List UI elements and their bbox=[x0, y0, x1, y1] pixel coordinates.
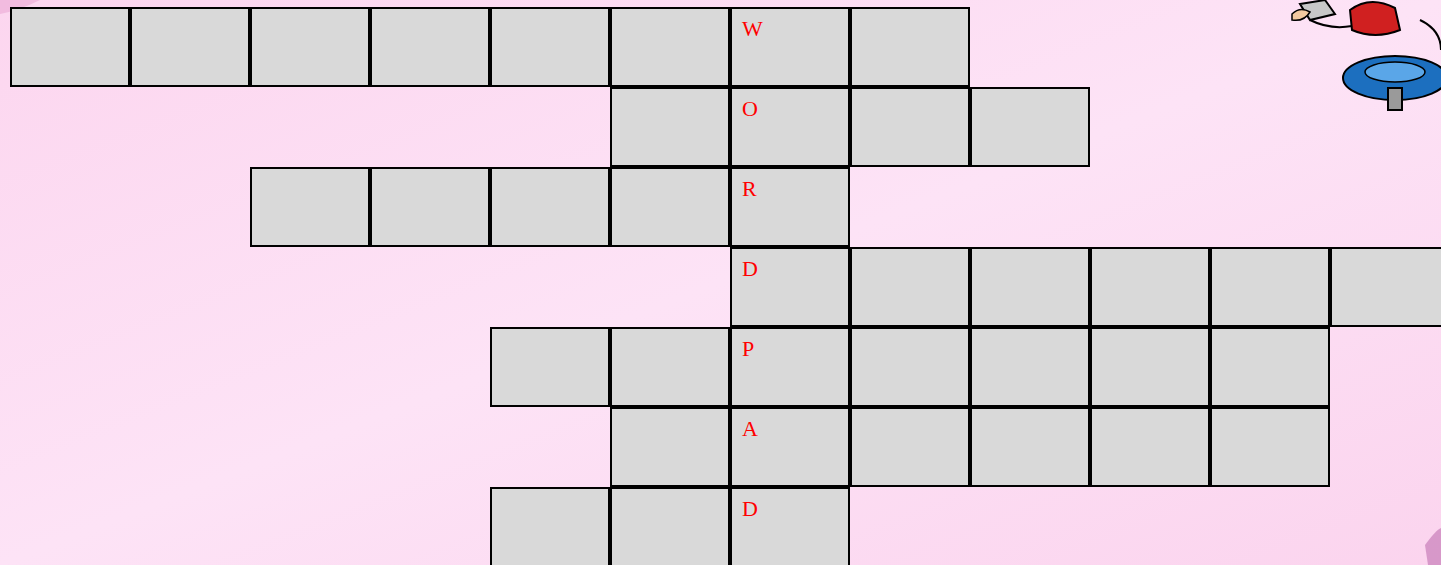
letter-cell: D bbox=[730, 487, 850, 565]
empty-cell bbox=[851, 88, 969, 166]
empty-cell bbox=[611, 328, 729, 406]
key-letter: O bbox=[732, 89, 758, 120]
key-letter: W bbox=[732, 9, 763, 40]
empty-cell bbox=[1091, 248, 1209, 326]
empty-cell bbox=[611, 168, 729, 246]
letter-cell: D bbox=[730, 247, 850, 327]
empty-cell bbox=[971, 248, 1089, 326]
empty-cell bbox=[251, 8, 369, 86]
empty-cell bbox=[491, 488, 609, 565]
empty-cell bbox=[131, 8, 249, 86]
letter-cell: R bbox=[730, 167, 850, 247]
empty-cell bbox=[491, 168, 609, 246]
empty-cell bbox=[251, 168, 369, 246]
empty-cell bbox=[971, 88, 1089, 166]
empty-cell bbox=[1211, 408, 1329, 486]
key-letter: D bbox=[732, 489, 758, 520]
letter-cell: O bbox=[730, 87, 850, 167]
empty-cell bbox=[491, 328, 609, 406]
key-letter: P bbox=[732, 329, 754, 360]
empty-cell bbox=[851, 328, 969, 406]
empty-cell bbox=[491, 8, 609, 86]
letter-cell: P bbox=[730, 327, 850, 407]
empty-cell bbox=[851, 8, 969, 86]
key-letter: A bbox=[732, 409, 758, 440]
empty-cell bbox=[371, 8, 489, 86]
empty-cell bbox=[971, 408, 1089, 486]
empty-cell bbox=[611, 408, 729, 486]
cartoon-clipart bbox=[1292, 0, 1441, 110]
letter-cell: A bbox=[730, 407, 850, 487]
empty-cell bbox=[1211, 248, 1329, 326]
empty-cell bbox=[11, 8, 129, 86]
empty-cell bbox=[1211, 328, 1329, 406]
empty-cell bbox=[971, 328, 1089, 406]
empty-cell bbox=[851, 408, 969, 486]
empty-cell bbox=[851, 248, 969, 326]
empty-cell bbox=[611, 88, 729, 166]
empty-cell bbox=[371, 168, 489, 246]
empty-cell bbox=[611, 8, 729, 86]
key-letter: D bbox=[732, 249, 758, 280]
empty-cell bbox=[1091, 408, 1209, 486]
empty-cell bbox=[1091, 328, 1209, 406]
key-letter: R bbox=[732, 169, 757, 200]
empty-cell bbox=[1331, 248, 1441, 326]
letter-cell: W bbox=[730, 7, 850, 87]
empty-cell bbox=[611, 488, 729, 565]
